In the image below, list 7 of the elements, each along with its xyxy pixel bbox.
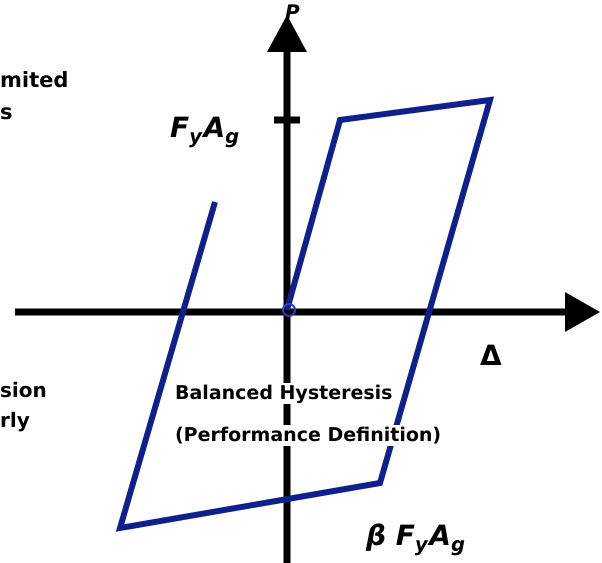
note-text: sion — [0, 380, 47, 400]
note-text: rly — [0, 410, 30, 430]
axis-label: Δ — [480, 342, 502, 370]
note-text: s — [0, 102, 12, 123]
axis-label: β F$_{y}$A$_{g}$ — [366, 522, 466, 554]
note-text: mited — [0, 70, 68, 91]
axis-label: F$_{y}$A$_{g}$ — [170, 114, 240, 146]
